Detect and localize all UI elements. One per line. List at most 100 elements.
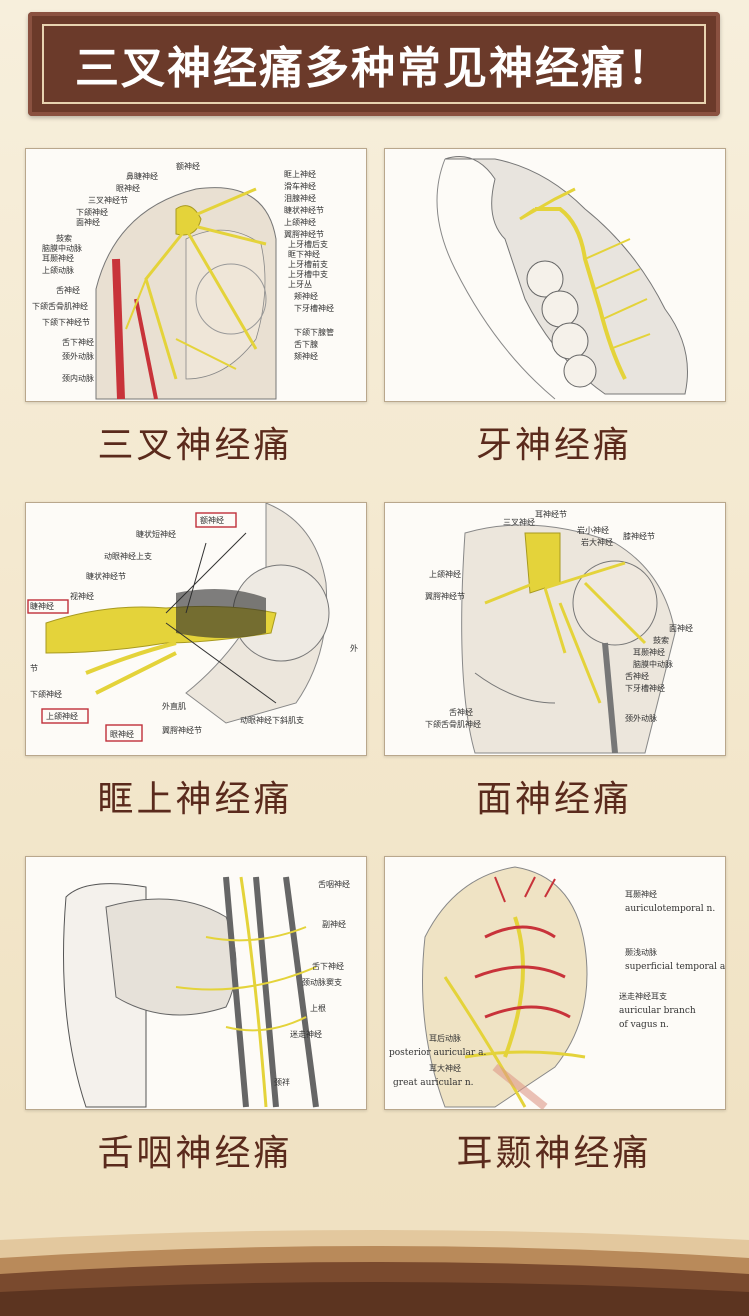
label: 下颌舌骨肌神经 [32, 301, 88, 311]
label: 上颌神经 [429, 569, 461, 579]
label: 下颌下腺管 [294, 327, 334, 337]
trigeminal-illustration: 额神经 鼻睫神经 眼神经 三叉神经节 下颌神经 面神经 鼓索 脑膜中动脉 耳颞神… [26, 149, 366, 401]
label: 动眼神经下斜肌支 [240, 715, 304, 725]
label: 节 [30, 664, 38, 673]
label: 颈内动脉 [62, 373, 94, 383]
caption-dental: 牙神经痛 [475, 425, 632, 466]
label: 舌神经 [449, 707, 473, 717]
label: 下颌神经 [30, 689, 62, 699]
label: 副神经 [322, 919, 346, 929]
label: 鼓索 [653, 635, 669, 645]
label: 下牙槽神经 [625, 683, 665, 693]
label: 颈外动脉 [625, 713, 657, 723]
banner-frame: 三叉神经痛多种常见神经痛！ [42, 24, 706, 104]
caption-facial: 面神经痛 [475, 779, 632, 820]
label: 颈外动脉 [62, 351, 94, 361]
caption-trigeminal: 三叉神经痛 [97, 425, 293, 466]
label: 上根 [310, 1003, 326, 1013]
label: 迷走神经耳支 [619, 991, 667, 1001]
label: 视神经 [70, 591, 94, 601]
label: 舌下神经 [62, 337, 94, 347]
label: 睫状短神经 [136, 529, 176, 539]
label: 眼神经 [110, 729, 134, 739]
label: 舌神经 [56, 285, 80, 295]
label: 泪腺神经 [284, 193, 316, 203]
footer-decoration [0, 1230, 749, 1316]
label-highlight-box [27, 599, 69, 614]
label: 上颌神经 [284, 217, 316, 227]
label: 上牙槽前支 [288, 259, 328, 269]
label: 岩小神经 [577, 525, 609, 535]
diagram-trigeminal: 额神经 鼻睫神经 眼神经 三叉神经节 下颌神经 面神经 鼓索 脑膜中动脉 耳颞神… [25, 148, 367, 402]
label: 舌下神经 [312, 961, 344, 971]
label: great auricular n. [393, 1078, 474, 1088]
label: auriculotemporal n. [625, 904, 715, 914]
label: 耳颞神经 [42, 253, 74, 263]
label: 岩大神经 [581, 537, 613, 547]
trigeminal-labels-right: 眶上神经 滑车神经 泪腺神经 睫状神经节 上颌神经 翼腭神经节 上牙槽后支 眶下… [284, 169, 334, 361]
label: 下颌神经 [76, 207, 108, 217]
label: 额神经 [200, 515, 224, 525]
caption-glossopharyngeal: 舌咽神经痛 [97, 1133, 293, 1174]
label: 舌咽神经 [318, 879, 350, 889]
label: posterior auricular a. [389, 1048, 486, 1058]
label: 眶下神经 [288, 249, 320, 259]
label: 迷走神经 [290, 1029, 322, 1039]
diagram-glossopharyngeal: 舌咽神经 副神经 舌下神经 颈动脉窦支 上根 迷走神经 颈袢 [25, 856, 367, 1110]
diagram-dental [384, 148, 726, 402]
label: 上颌神经 [46, 711, 78, 721]
label: 额神经 [176, 161, 200, 171]
label: 睫状神经节 [86, 571, 126, 581]
diagram-auriculotemporal: 耳颞神经 auriculotemporal n. 颞浅动脉 superficia… [384, 856, 726, 1110]
label: 耳大神经 [429, 1063, 461, 1073]
label: superficial temporal a. [625, 962, 725, 972]
label: auricular branch [619, 1006, 696, 1016]
label: 面神经 [669, 623, 693, 633]
label: 鼻睫神经 [126, 171, 158, 181]
dental-illustration [385, 149, 725, 401]
label: 耳后动脉 [429, 1033, 461, 1043]
label: 睫状神经节 [284, 205, 324, 215]
label: 下牙槽神经 [294, 303, 334, 313]
label: 眶上神经 [284, 169, 316, 179]
diagram-supraorbital: 额神经 睫状短神经 动眼神经上支 睫状神经节 视神经 睫神经 节 下颌神经 上颌… [25, 502, 367, 756]
caption-auriculotemporal: 耳颞神经痛 [456, 1133, 652, 1174]
label: 三叉神经 [503, 517, 535, 527]
facial-illustration: 三叉神经 耳神经节 岩小神经 岩大神经 膝神经节 上颌神经 翼腭神经节 面神经 … [385, 503, 725, 755]
label: 面神经 [76, 217, 100, 227]
auriculotemporal-labels: 耳颞神经 auriculotemporal n. 颞浅动脉 superficia… [389, 889, 725, 1088]
label: 三叉神经节 [88, 195, 128, 205]
caption-supraorbital: 眶上神经痛 [97, 779, 293, 820]
label: 上牙槽后支 [288, 239, 328, 249]
label: 颈袢 [274, 1077, 290, 1087]
diagram-facial: 三叉神经 耳神经节 岩小神经 岩大神经 膝神经节 上颌神经 翼腭神经节 面神经 … [384, 502, 726, 756]
glossopharyngeal-labels: 舌咽神经 副神经 舌下神经 颈动脉窦支 上根 迷走神经 颈袢 [274, 879, 350, 1087]
label-highlight-box [105, 724, 143, 742]
label: 颞浅动脉 [625, 947, 657, 957]
header-banner: 三叉神经痛多种常见神经痛！ [28, 12, 720, 116]
label: 外 [350, 643, 358, 653]
label: 翼腭神经节 [162, 725, 202, 735]
glossopharyngeal-illustration: 舌咽神经 副神经 舌下神经 颈动脉窦支 上根 迷走神经 颈袢 [26, 857, 366, 1109]
label: 上牙槽中支 [288, 269, 328, 279]
label: 翼腭神经节 [425, 591, 465, 601]
auriculotemporal-illustration: 耳颞神经 auriculotemporal n. 颞浅动脉 superficia… [385, 857, 725, 1109]
label: 睫神经 [30, 601, 54, 611]
label: 颊神经 [294, 291, 318, 301]
label: 耳神经节 [535, 509, 567, 519]
label: 耳颞神经 [625, 889, 657, 899]
tooth-row [526, 260, 597, 388]
label: 下颌下神经节 [42, 317, 90, 327]
label: 翼腭神经节 [284, 229, 324, 239]
label: of vagus n. [619, 1020, 669, 1030]
supraorbital-illustration: 额神经 睫状短神经 动眼神经上支 睫状神经节 视神经 睫神经 节 下颌神经 上颌… [26, 503, 366, 755]
label: 舌下腺 [294, 339, 318, 349]
label: 滑车神经 [284, 181, 316, 191]
label-highlight-box [195, 512, 237, 528]
label: 耳颞神经 [633, 647, 665, 657]
label: 动眼神经上支 [104, 551, 152, 561]
label: 鼓索 [56, 233, 72, 243]
label: 下颌舌骨肌神经 [425, 719, 481, 729]
label: 脑膜中动脉 [633, 659, 673, 669]
facial-labels: 三叉神经 耳神经节 岩小神经 岩大神经 膝神经节 上颌神经 翼腭神经节 面神经 … [425, 509, 693, 729]
